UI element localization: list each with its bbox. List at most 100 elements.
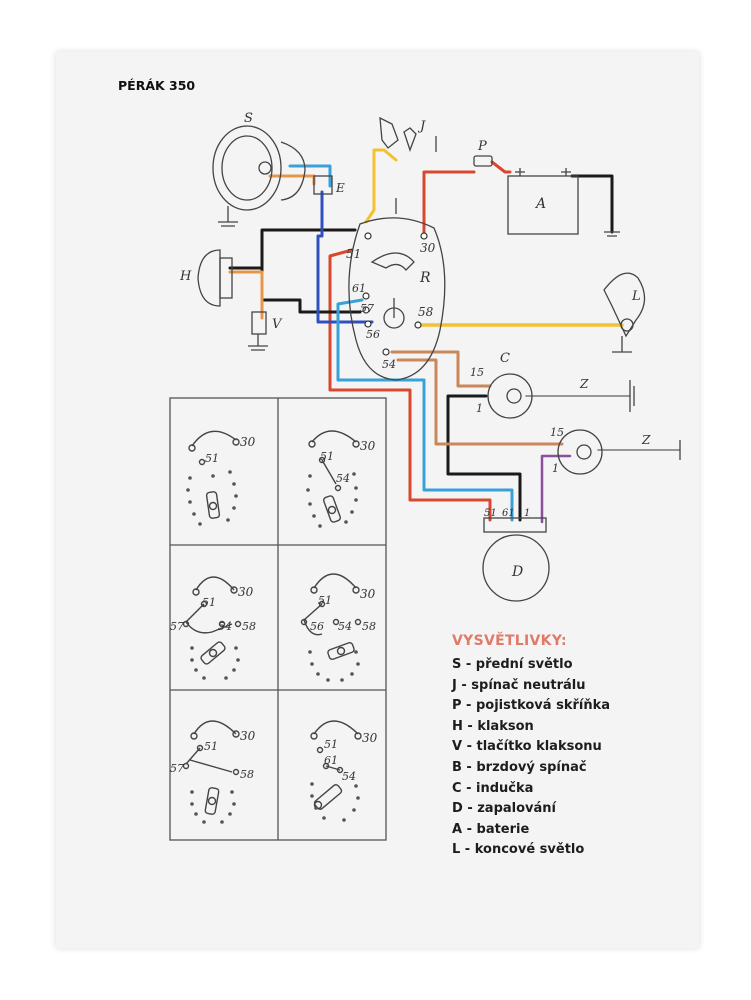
term-dyn-1: 1: [524, 508, 530, 519]
pos-label: 58: [362, 620, 376, 633]
term-switch-58: 58: [418, 305, 434, 319]
headlight: [212, 125, 306, 227]
wire-orange-horn: [228, 270, 264, 320]
fuse-box: [473, 155, 493, 167]
term-coil2-15: 15: [550, 426, 564, 439]
label-c: C: [500, 351, 510, 366]
label-s: S: [244, 111, 253, 126]
position-cell: 30 51 57 54 58: [170, 576, 256, 680]
legend-item: P - pojistková skříňka: [452, 698, 610, 714]
pos-label: 30: [360, 439, 376, 453]
legend-item: D - zapalování: [452, 801, 556, 817]
label-d: D: [511, 564, 523, 580]
pos-label: 51: [320, 450, 334, 463]
legend-item: H - klakson: [452, 718, 534, 734]
label-v: V: [272, 317, 283, 332]
term-dyn-51: 51: [484, 508, 497, 519]
label-p: P: [477, 139, 487, 154]
pos-label: 57: [170, 762, 184, 775]
horn: [197, 249, 233, 307]
label-z2: Z: [641, 433, 651, 447]
position-cell: 30 51: [186, 430, 256, 526]
wire-orange-coil1: [390, 350, 492, 388]
pos-label: 51: [205, 452, 219, 465]
legend-item: V - tlačítko klaksonu: [452, 739, 602, 755]
pos-label: 54: [336, 472, 350, 485]
connector-e: [313, 175, 333, 195]
pos-label: 54: [218, 620, 232, 633]
wire-lightblue-headlight: [288, 164, 332, 188]
term-switch-54: 54: [382, 358, 396, 371]
battery: [507, 168, 620, 237]
position-cell: 30 51 61 54: [310, 720, 378, 822]
label-h: H: [179, 269, 192, 284]
pos-label: 51: [318, 594, 332, 607]
pos-label: 56: [310, 620, 324, 633]
wire-purple: [540, 454, 572, 524]
label-a: A: [534, 196, 546, 212]
wire-black-horn: [228, 228, 357, 270]
label-l: L: [631, 289, 641, 304]
switch-terminals: [362, 232, 428, 356]
position-cell: 30 51 54: [306, 430, 376, 528]
wire-orange-headlight: [268, 174, 316, 186]
pos-label: 58: [242, 620, 256, 633]
term-switch-56: 56: [366, 328, 380, 341]
pos-label: 51: [204, 740, 218, 753]
wires: [228, 148, 681, 524]
pos-label: 57: [170, 620, 184, 633]
legend-heading: VYSVĚTLIVKY:: [452, 633, 567, 649]
legend-item: A - baterie: [452, 821, 530, 837]
wire-orange-coil2: [396, 358, 564, 446]
coil-1: [487, 373, 635, 419]
legend-item: J - spínač neutrálu: [452, 677, 586, 693]
wire-red-dynamo: [328, 248, 492, 522]
horn-button: [248, 311, 268, 351]
wire-red-fuse: [490, 160, 512, 174]
legend-item: B - brzdový spínač: [452, 759, 587, 775]
term-coil1-1: 1: [476, 402, 483, 415]
legend-item: C - indučka: [452, 780, 534, 796]
label-e: E: [335, 181, 345, 195]
wire-blue-headlight: [316, 190, 374, 324]
switch-positions-grid: [169, 397, 387, 841]
term-coil2-1: 1: [552, 462, 559, 475]
label-j: J: [417, 119, 426, 134]
pos-label: 61: [324, 754, 338, 767]
term-switch-30: 30: [420, 241, 436, 255]
pos-label: 30: [240, 435, 256, 449]
pos-label: 54: [342, 770, 356, 783]
neutral-switch: [379, 116, 437, 152]
pos-label: 30: [360, 587, 376, 601]
term-dyn-61: 61: [502, 508, 515, 519]
pos-label: 51: [202, 596, 216, 609]
wire-black-coil: [446, 394, 522, 522]
paper-sheet: [56, 52, 699, 948]
legend-item: L - koncové světlo: [452, 842, 585, 858]
pos-label: 30: [240, 729, 256, 743]
wire-black-switch: [260, 266, 362, 314]
label-z1: Z: [579, 377, 589, 391]
wire-black-battery: [570, 174, 614, 234]
dynamo: [482, 517, 550, 602]
term-switch-51: 51: [346, 247, 361, 261]
pos-label: 58: [240, 768, 254, 781]
pos-label: 30: [238, 585, 254, 599]
pos-label: 54: [338, 620, 352, 633]
legend-item: S - přední světlo: [452, 657, 573, 672]
label-r: R: [419, 270, 431, 286]
term-coil1-15: 15: [470, 366, 484, 379]
component-labels: S J P E A H V R L C Z Z D 51 30 61 57 56…: [179, 111, 651, 580]
pos-label: 51: [324, 738, 338, 751]
wire-lightblue-dynamo: [336, 298, 514, 522]
term-switch-57: 57: [360, 302, 374, 315]
wire-red-battery: [422, 170, 476, 234]
pos-label: 30: [362, 731, 378, 745]
wire-yellow-neutral: [364, 148, 386, 224]
page-title: PÉRÁK 350: [118, 78, 196, 93]
legend: VYSVĚTLIVKY: S - přední světlo J - spína…: [452, 633, 610, 861]
main-switch: [348, 198, 446, 381]
coil-2: [557, 429, 681, 475]
position-cell: 30 51 56 54 58: [300, 573, 376, 682]
